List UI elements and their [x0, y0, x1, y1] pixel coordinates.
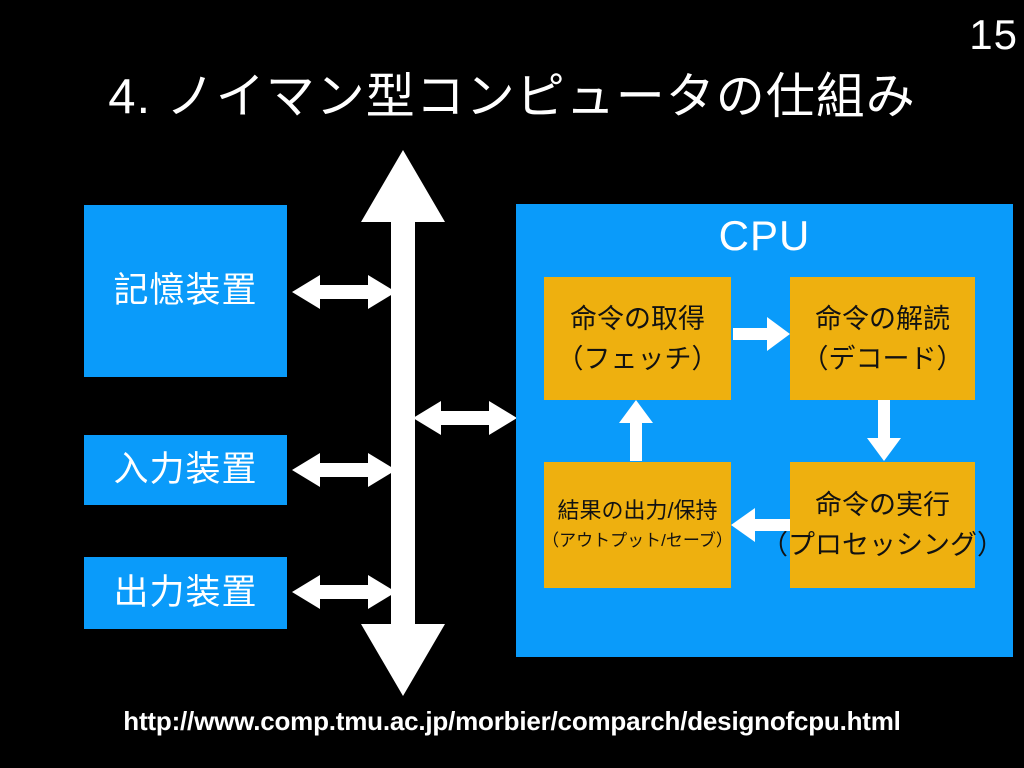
fetch-to-decode-arrow	[733, 317, 791, 351]
cpu-title: CPU	[718, 212, 811, 259]
page-number: 15	[969, 11, 1018, 58]
unit-box-memory: 記憶装置	[84, 205, 287, 377]
execute-to-output-save-arrow	[731, 507, 791, 543]
decode-to-execute-arrow	[866, 400, 902, 462]
cpu-stage-execute: 命令の実行 （プロセッシング）	[761, 462, 1004, 588]
cpu-stage-decode: 命令の解読 （デコード）	[790, 277, 975, 400]
cpu-panel: CPU	[516, 204, 1013, 657]
cpu-stage-output-save-line1: 結果の出力/保持	[557, 498, 718, 523]
cpu-stage-decode-line1: 命令の解読	[815, 303, 950, 334]
source-url: http://www.comp.tmu.ac.jp/morbier/compar…	[123, 706, 901, 736]
output-save-to-fetch-arrow	[618, 400, 654, 462]
cpu-stage-output-save-line2: （アウトプット/セーブ）	[542, 531, 733, 550]
input-to-bus-double-arrow	[290, 450, 398, 490]
memory-to-bus-double-arrow	[290, 272, 398, 312]
unit-label-output: 出力装置	[113, 573, 258, 612]
cpu-stage-output-save: 結果の出力/保持 （アウトプット/セーブ）	[542, 462, 733, 588]
output-to-bus-double-arrow	[290, 572, 398, 612]
page-title: 4. ノイマン型コンピュータの仕組み	[108, 70, 916, 124]
unit-box-input: 入力装置	[84, 435, 287, 505]
cpu-stage-execute-line2: （プロセッシング）	[761, 530, 1004, 560]
unit-box-output: 出力装置	[84, 557, 287, 629]
unit-label-memory: 記憶装置	[113, 271, 258, 310]
cpu-stage-fetch-line2: （フェッチ）	[556, 343, 719, 374]
unit-label-input: 入力装置	[113, 450, 258, 489]
bus-to-cpu-double-arrow	[411, 398, 519, 438]
bus-vertical-double-arrow	[353, 148, 453, 698]
cpu-stage-execute-line1: 命令の実行	[815, 490, 950, 520]
cpu-stage-fetch-line1: 命令の取得	[570, 303, 705, 334]
cpu-stage-decode-line2: （デコード）	[801, 343, 964, 374]
cpu-stage-fetch: 命令の取得 （フェッチ）	[544, 277, 731, 400]
